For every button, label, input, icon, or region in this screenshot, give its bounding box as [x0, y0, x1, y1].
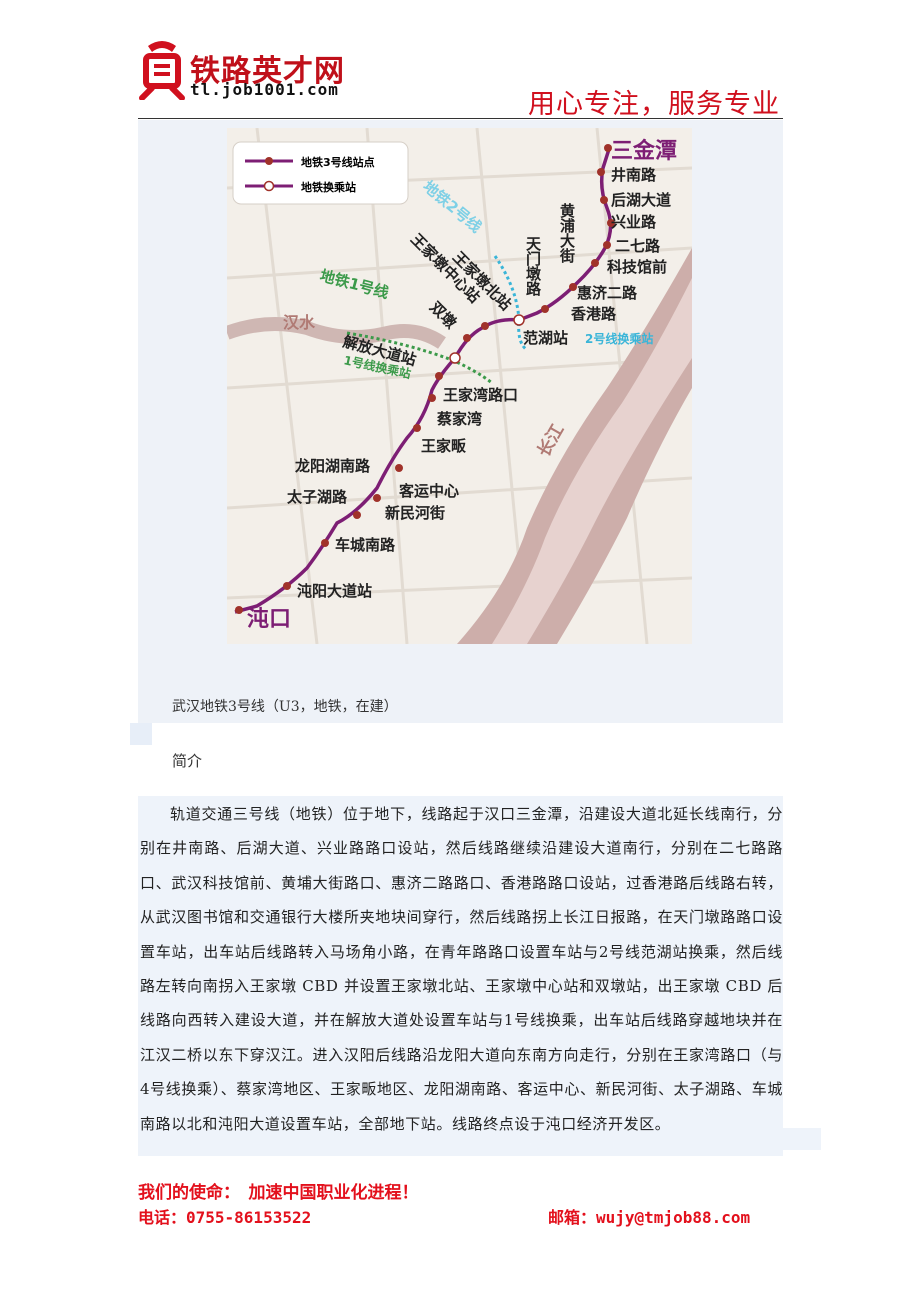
yangtze-river: [457, 248, 692, 644]
station-dot: [569, 283, 577, 291]
station-dot: [463, 334, 471, 342]
slogan: 用心专注，服务专业: [528, 89, 780, 120]
station-label: 兴业路: [611, 213, 657, 231]
map-caption: 武汉地铁3号线（U3，地铁，在建）: [172, 699, 398, 715]
station-label: 黄浦大街: [558, 202, 576, 264]
body-paragraph: 轨道交通三号线（地铁）位于地下，线路起于汉口三金潭，沿建设大道北延长线南行，分别…: [140, 805, 783, 1133]
page-header: 铁路英才网 tl.job1001.com 用心专注，服务专业: [0, 0, 920, 125]
station-dot: [604, 144, 612, 152]
station-label: 新民河街: [385, 504, 445, 522]
station-label: 科技馆前: [607, 258, 667, 276]
yangtze-river-inner: [492, 278, 692, 644]
station-dot: [481, 322, 489, 330]
station-dot: [541, 305, 549, 313]
header-divider: [138, 118, 783, 119]
footer-mission: 我们的使命： 加速中国职业化进程！: [138, 1183, 419, 1203]
station-label: 范湖站: [523, 329, 568, 347]
highlight-block: [130, 723, 152, 745]
line3-stations: [235, 144, 615, 614]
logo-url[interactable]: tl.job1001.com: [190, 80, 339, 99]
station-dot: [353, 511, 361, 519]
footer-phone: 电话：0755-86153522: [138, 1208, 312, 1227]
station-label: 蔡家湾: [436, 410, 482, 428]
station-label: 车城南路: [335, 536, 396, 554]
footer-email[interactable]: 邮箱：wujy@tmjob88.com: [548, 1208, 751, 1227]
station-dot: [435, 372, 443, 380]
station-dot: [235, 606, 243, 614]
line1-track: [346, 331, 493, 385]
transfer-dot: [449, 352, 461, 364]
station-label: 王家湾路口: [443, 386, 518, 404]
station-dot: [603, 241, 611, 249]
hanshui-river: [227, 317, 446, 349]
station-label: 香港路: [571, 305, 617, 323]
body-panel: [138, 796, 783, 1156]
river-label-hanshui: 汉水: [283, 313, 316, 332]
station-dot: [321, 539, 329, 547]
body-panel-tail: [783, 1128, 821, 1150]
station-dot: [395, 464, 403, 472]
station-label: 天门墩路: [524, 236, 542, 296]
station-dot: [591, 259, 599, 267]
metro-line3-map: 汉水 长江 地铁3号线站点 地铁换乘站 三金潭 井南路 后湖大道 兴业: [227, 128, 692, 644]
legend-transfer-label: 地铁换乘站: [301, 180, 356, 194]
terminal-north-label: 三金潭: [611, 138, 677, 164]
station-label: 沌阳大道站: [297, 582, 372, 600]
map-legend: [232, 141, 409, 205]
station-dot: [428, 394, 436, 402]
legend-stop-label: 地铁3号线站点: [301, 155, 375, 169]
line2-transfer-label: 2号线换乘站: [585, 331, 653, 346]
station-label: 太子湖路: [287, 488, 348, 506]
station-dot: [413, 424, 421, 432]
line2-track: [493, 255, 528, 352]
station-label: 龙阳湖南路: [294, 457, 371, 475]
terminal-south-label: 沌口: [247, 607, 291, 632]
station-dot: [283, 582, 291, 590]
station-label: 客运中心: [398, 482, 459, 500]
station-label: 二七路: [615, 237, 661, 255]
station-label: 惠济二路: [577, 284, 638, 302]
station-dot: [597, 168, 605, 176]
station-dot: [607, 219, 615, 227]
station-label: 井南路: [611, 166, 657, 184]
station-dot: [600, 196, 608, 204]
transfer-dot: [513, 314, 525, 326]
station-label: 后湖大道: [611, 191, 671, 209]
station-dot: [373, 494, 381, 502]
logo-text[interactable]: 铁路英才网: [190, 54, 345, 89]
station-label: 王家畈: [421, 437, 466, 455]
section-title: 简介: [172, 752, 203, 770]
logo-icon: [139, 41, 185, 100]
